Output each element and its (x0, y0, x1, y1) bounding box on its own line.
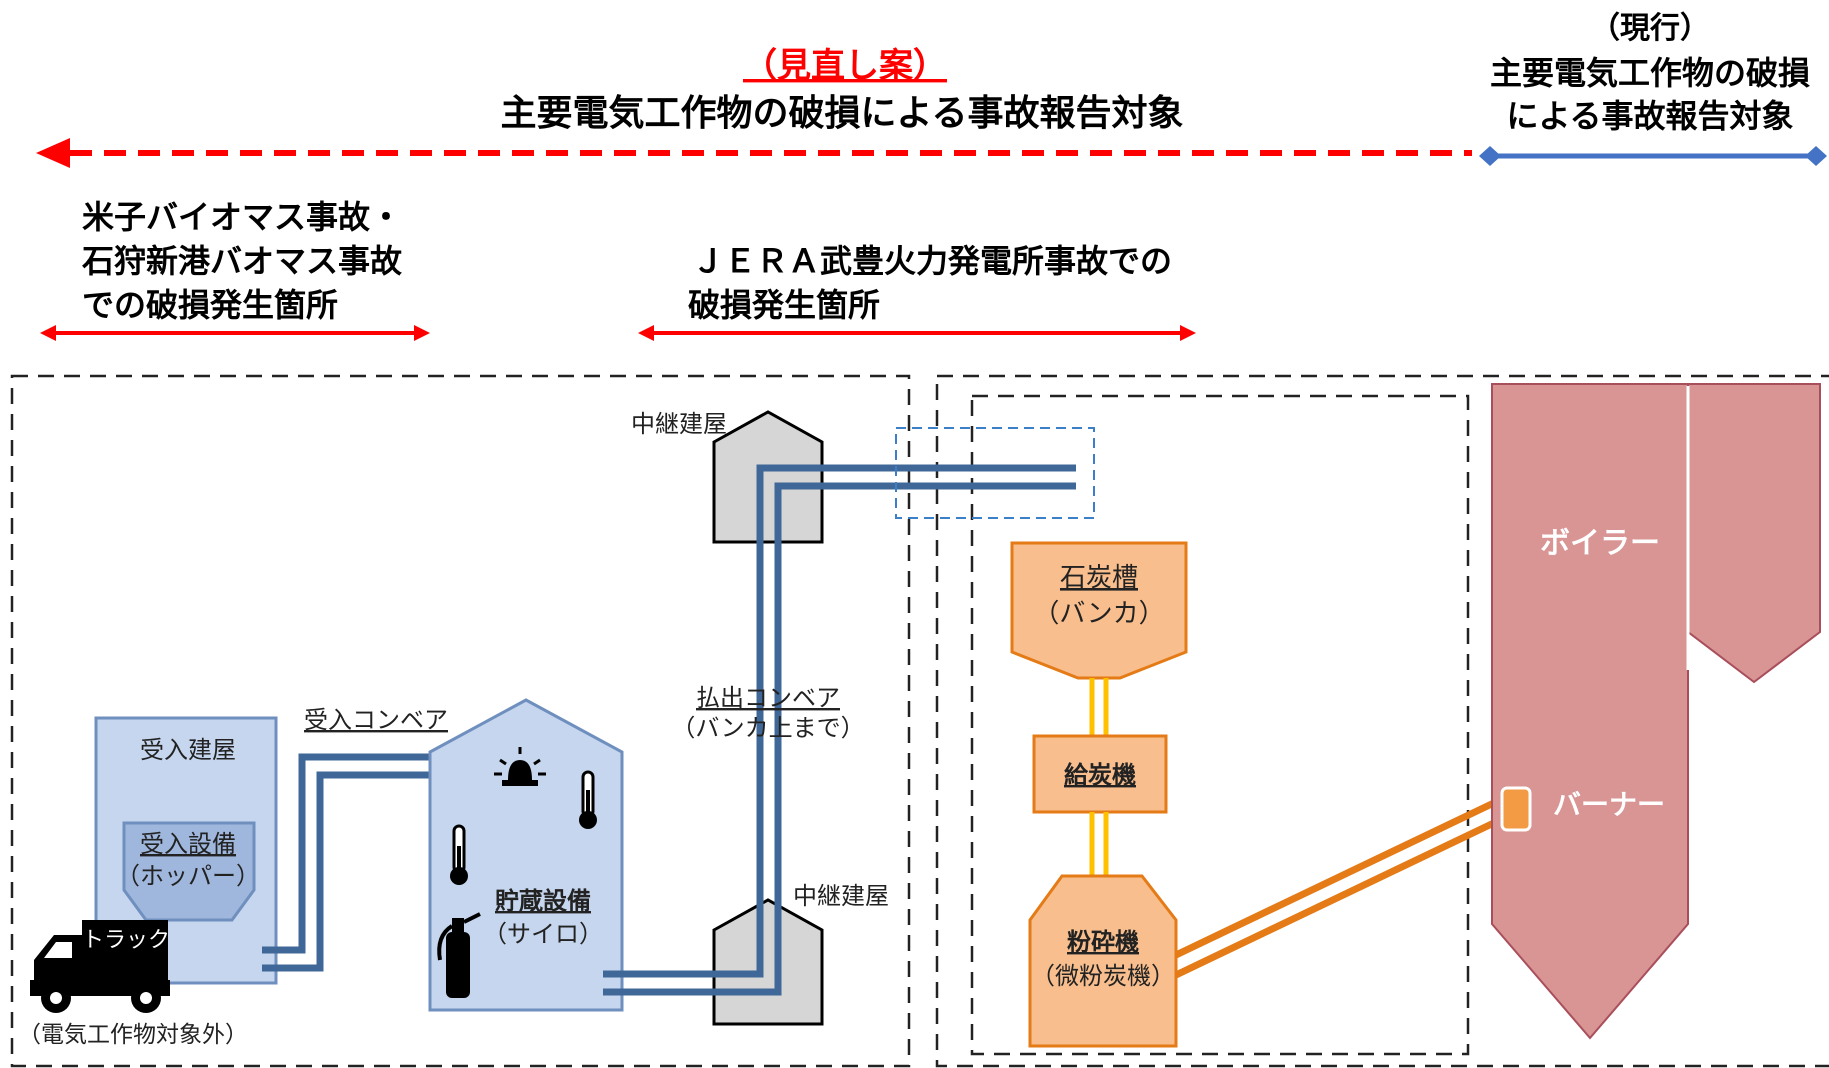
proposal-scope-arrow (36, 138, 1472, 168)
boiler-label: ボイラー (1540, 526, 1660, 561)
receiving-equipment-sublabel: （ホッパー） (116, 862, 260, 890)
receiving-conveyor-label: 受入コンベア (304, 706, 448, 734)
thermometer-icon (579, 770, 597, 829)
bunker-feed-pipe (1089, 678, 1109, 736)
coal-supply-region (970, 394, 1470, 1056)
annotation-left-line3: での破損発生箇所 (82, 286, 338, 324)
annotation-left-range-arrow (40, 325, 430, 341)
fire-extinguisher-icon (437, 912, 481, 998)
coal-bunker-label: 石炭槽 (1060, 563, 1138, 593)
receiving-conveyor (262, 753, 456, 972)
coal-feeder (1032, 734, 1168, 814)
discharge-conveyor-sublabel: （バンカ上まで） (671, 714, 864, 742)
boiler-main (1491, 383, 1689, 1040)
coal-yard-region (10, 374, 911, 1068)
relay-building-bottom (712, 898, 824, 1026)
annotation-mid-range-arrow (638, 325, 1196, 341)
pulverizer (1028, 874, 1178, 1048)
annotation-mid-line1: ＪＥＲＡ武豊火力発電所事故での (692, 242, 1172, 280)
relay-building-bottom-label: 中継建屋 (793, 882, 889, 910)
boiler-side (1687, 383, 1821, 684)
alarm-light-icon (494, 747, 546, 786)
current-scope-arrow (1479, 146, 1827, 166)
relay-building-top (712, 410, 824, 544)
pulverizer-label: 粉砕機 (1067, 928, 1139, 956)
current-title-line1: 主要電気工作物の破損 (1490, 54, 1810, 92)
receiving-hopper (122, 821, 256, 922)
power-plant-region (935, 374, 1829, 1068)
annotation-mid-line2: 破損発生箇所 (688, 286, 880, 324)
current-title-line2: による事故報告対象 (1506, 97, 1793, 135)
feeder-feed-pipe (1089, 812, 1109, 876)
proposal-label: （見直し案） (743, 46, 947, 86)
discharge-conveyor-label: 払出コンベア (696, 684, 840, 712)
storage-silo (428, 698, 624, 1012)
coal-feeder-label: 給炭機 (1064, 761, 1136, 789)
annotation-left-line1: 米子バイオマス事故・ (82, 198, 402, 236)
truck-icon (30, 920, 170, 1013)
proposal-title: 主要電気工作物の破損による事故報告対象 (501, 93, 1184, 134)
receiving-building-label: 受入建屋 (140, 736, 236, 764)
thermometer-icon-2 (450, 824, 468, 885)
truck-note: （電気工作物対象外） (18, 1022, 248, 1048)
pulverized-coal-pipe (1174, 796, 1502, 979)
receiving-equipment-label: 受入設備 (140, 830, 236, 858)
annotation-left-line2: 石狩新港バオマス事故 (81, 242, 402, 280)
discharge-conveyor (603, 464, 1076, 996)
coal-bunker (1010, 541, 1188, 680)
truck-label: トラック (82, 928, 170, 953)
coal-bunker-sublabel: （バンカ） (1033, 599, 1164, 629)
conveyor-crossing-boundary (895, 427, 1095, 519)
relay-building-top-label: 中継建屋 (631, 410, 727, 438)
storage-label: 貯蔵設備 (495, 887, 591, 915)
pulverizer-sublabel: （微粉炭機） (1031, 962, 1175, 990)
current-label: （現行） (1590, 11, 1710, 46)
burner-label: バーナー (1553, 788, 1665, 821)
burner-icon (1500, 786, 1532, 832)
storage-sublabel: （サイロ） (483, 920, 603, 948)
